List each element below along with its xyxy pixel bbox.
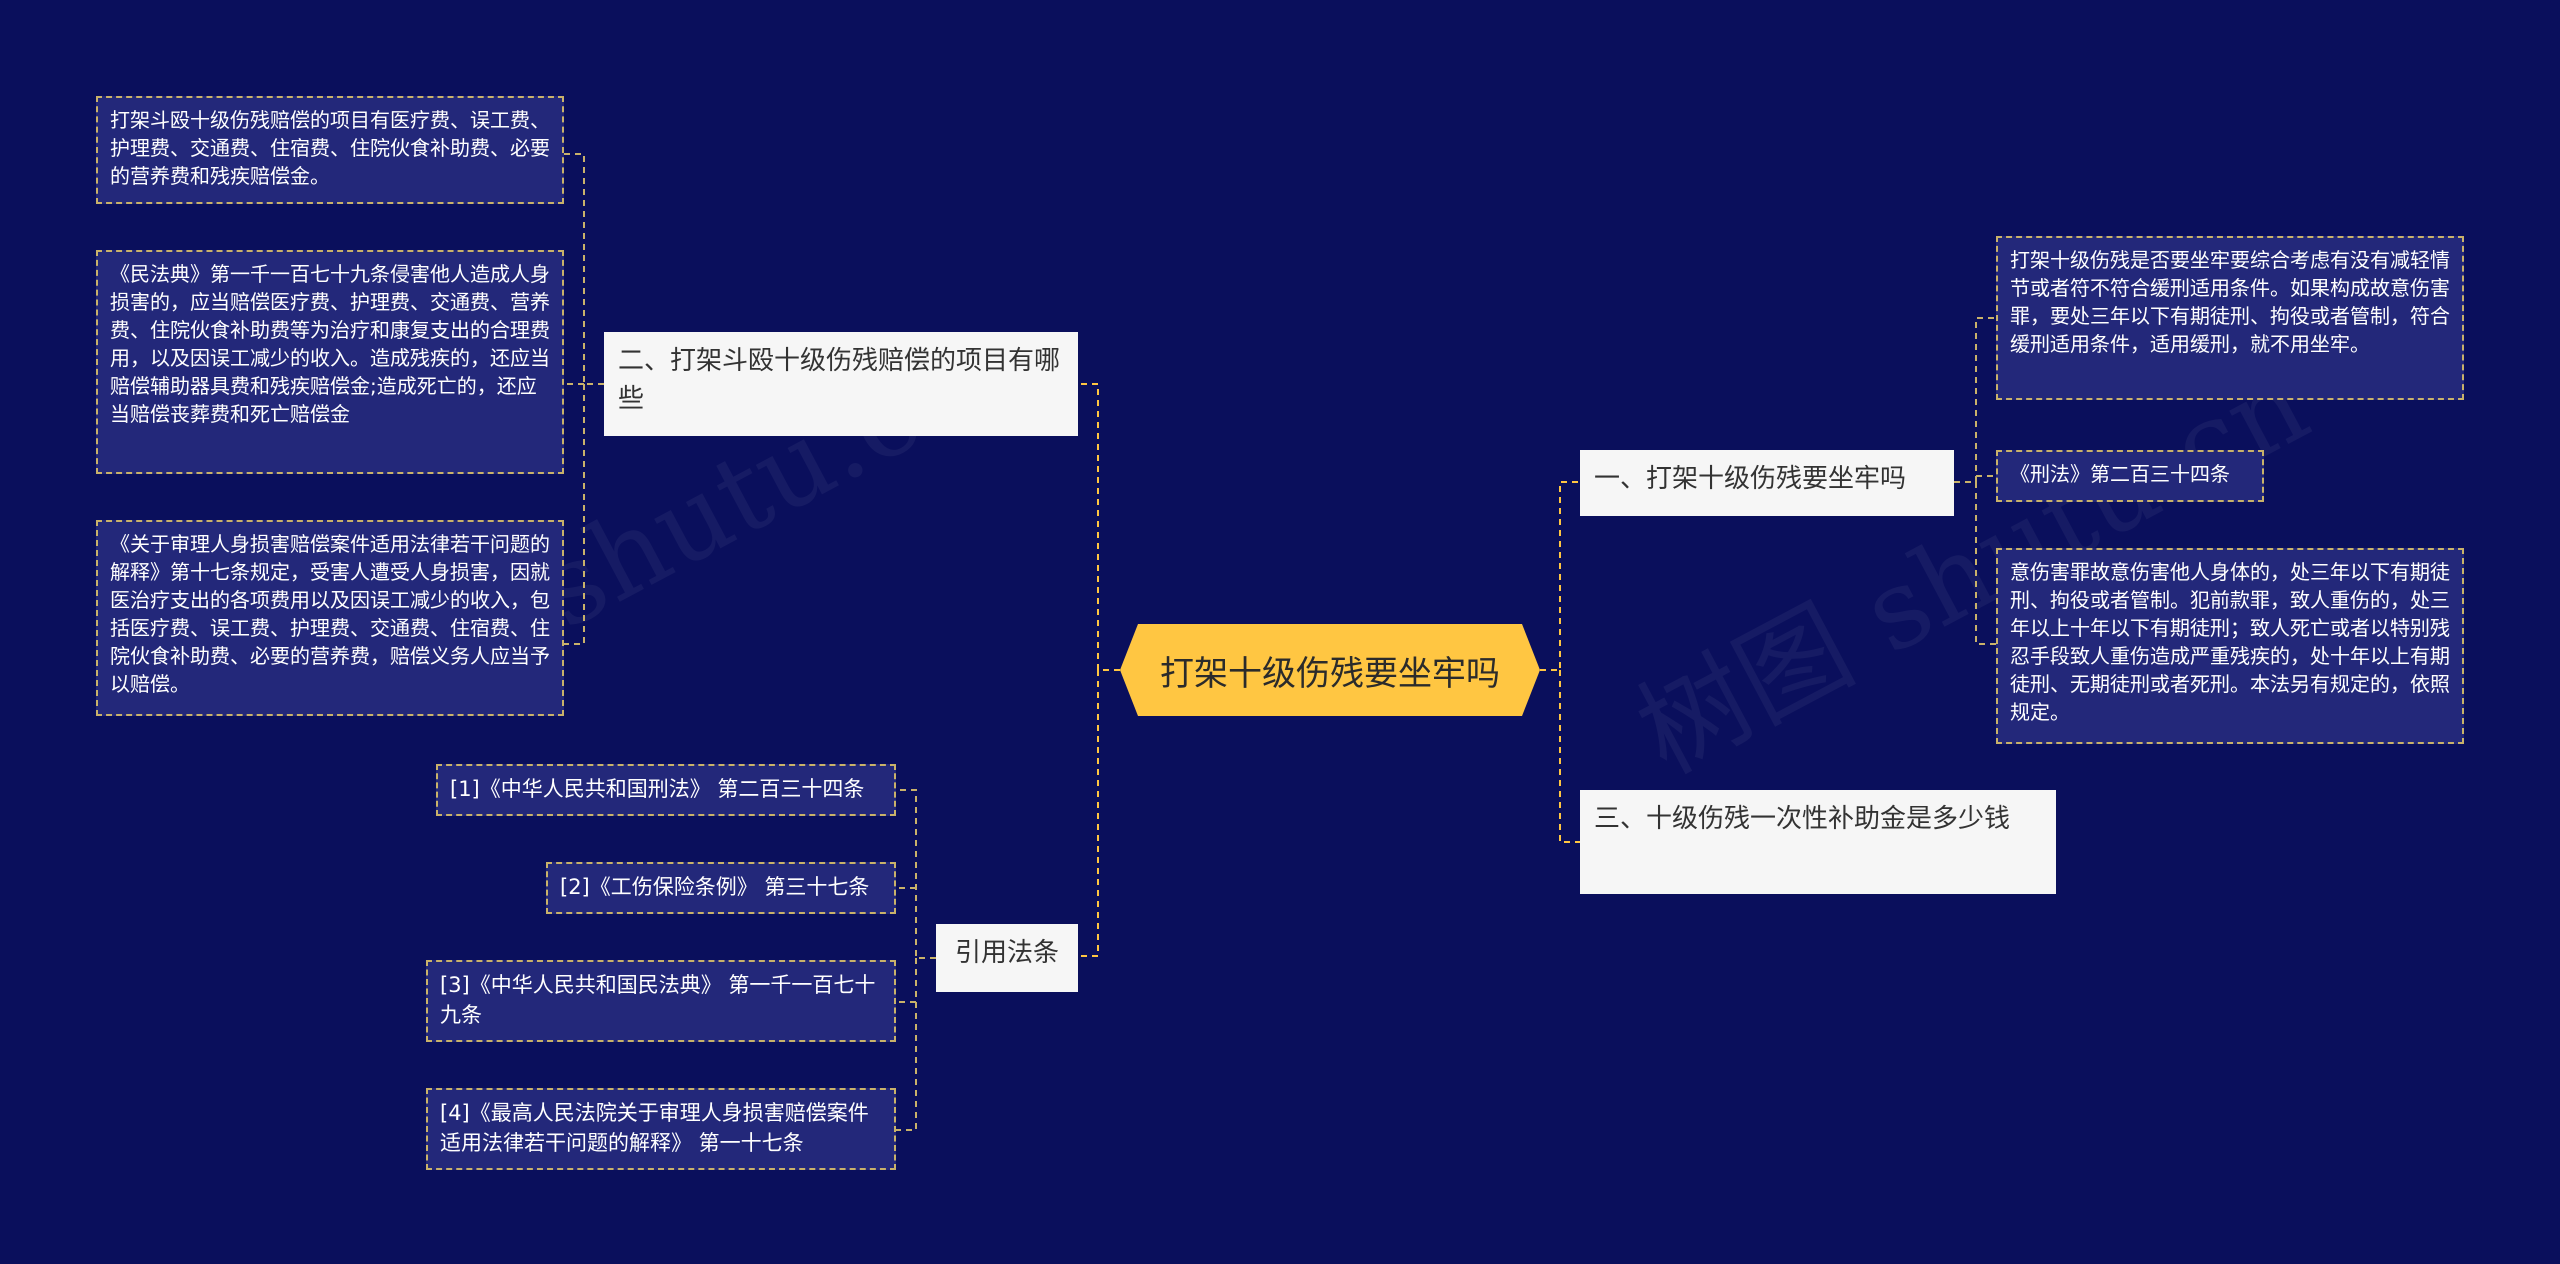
leaf-jail-2[interactable]: 《刑法》第二百三十四条 [1996, 450, 2264, 502]
leaf-compensation-2[interactable]: 《民法典》第一千一百七十九条侵害他人造成人身损害的，应当赔偿医疗费、护理费、交通… [96, 250, 564, 474]
leaf-compensation-1-text: 打架斗殴十级伤残赔偿的项目有医疗费、误工费、护理费、交通费、住宿费、住院伙食补助… [110, 108, 550, 188]
leaf-citation-4[interactable]: [4]《最高人民法院关于审理人身损害赔偿案件适用法律若干问题的解释》 第一十七条 [426, 1088, 896, 1170]
central-topic-label: 打架十级伤残要坐牢吗 [1160, 653, 1500, 694]
connector-cite-leaf3 [896, 958, 917, 1003]
leaf-compensation-3-text: 《关于审理人身损害赔偿案件适用法律若干问题的解释》第十七条规定，受害人遭受人身损… [110, 532, 550, 696]
leaf-jail-3[interactable]: 意伤害罪故意伤害他人身体的，处三年以下有期徒刑、拘役或者管制。犯前款罪，致人重伤… [1996, 548, 2464, 744]
leaf-citation-4-text: [4]《最高人民法院关于审理人身损害赔偿案件适用法律若干问题的解释》 第一十七条 [440, 1101, 869, 1155]
connector-center-left-trunk [1078, 383, 1120, 671]
connector-center-right-trunk [1540, 481, 1580, 671]
leaf-citation-2-text: [2]《工伤保险条例》 第三十七条 [560, 875, 870, 899]
central-topic[interactable]: 打架十级伤残要坐牢吗 [1120, 624, 1540, 716]
connector-jail-leaf3 [1975, 482, 1996, 645]
connector-comp-trunk [564, 153, 604, 385]
leaf-compensation-1[interactable]: 打架斗殴十级伤残赔偿的项目有医疗费、误工费、护理费、交通费、住宿费、住院伙食补助… [96, 96, 564, 204]
connector-cite-leaf4 [896, 1002, 917, 1131]
branch-jail[interactable]: 一、打架十级伤残要坐牢吗 [1580, 450, 1954, 516]
branch-subsidy[interactable]: 三、十级伤残一次性补助金是多少钱 [1580, 790, 2056, 894]
leaf-jail-3-text: 意伤害罪故意伤害他人身体的，处三年以下有期徒刑、拘役或者管制。犯前款罪，致人重伤… [2010, 560, 2450, 724]
connector-comp-leaf3 [564, 384, 585, 645]
leaf-jail-1[interactable]: 打架十级伤残是否要坐牢要综合考虑有没有减轻情节或者符不符合缓刑适用条件。如果构成… [1996, 236, 2464, 400]
leaf-citation-2[interactable]: [2]《工伤保险条例》 第三十七条 [546, 862, 896, 914]
leaf-citation-3[interactable]: [3]《中华人民共和国民法典》 第一千一百七十九条 [426, 960, 896, 1042]
branch-subsidy-label: 三、十级伤残一次性补助金是多少钱 [1594, 804, 2011, 834]
connector-jail-trunk [1954, 317, 1996, 483]
connector-center-subsidy [1559, 670, 1580, 843]
leaf-jail-2-text: 《刑法》第二百三十四条 [2010, 462, 2230, 486]
leaf-citation-3-text: [3]《中华人民共和国民法典》 第一千一百七十九条 [440, 973, 876, 1027]
branch-compensation-label: 二、打架斗殴十级伤残赔偿的项目有哪些 [618, 346, 1061, 414]
branch-compensation-items[interactable]: 二、打架斗殴十级伤残赔偿的项目有哪些 [604, 332, 1078, 436]
connector-cite-trunk [896, 789, 936, 959]
branch-jail-label: 一、打架十级伤残要坐牢吗 [1594, 464, 1907, 494]
branch-citations-label: 引用法条 [954, 938, 1059, 968]
connector-center-citations [1078, 670, 1099, 957]
leaf-citation-1-text: [1]《中华人民共和国刑法》 第二百三十四条 [450, 777, 865, 801]
leaf-jail-1-text: 打架十级伤残是否要坐牢要综合考虑有没有减轻情节或者符不符合缓刑适用条件。如果构成… [2010, 248, 2450, 356]
branch-citations[interactable]: 引用法条 [936, 924, 1078, 992]
leaf-compensation-2-text: 《民法典》第一千一百七十九条侵害他人造成人身损害的，应当赔偿医疗费、护理费、交通… [110, 262, 550, 426]
leaf-compensation-3[interactable]: 《关于审理人身损害赔偿案件适用法律若干问题的解释》第十七条规定，受害人遭受人身损… [96, 520, 564, 716]
leaf-citation-1[interactable]: [1]《中华人民共和国刑法》 第二百三十四条 [436, 764, 896, 816]
